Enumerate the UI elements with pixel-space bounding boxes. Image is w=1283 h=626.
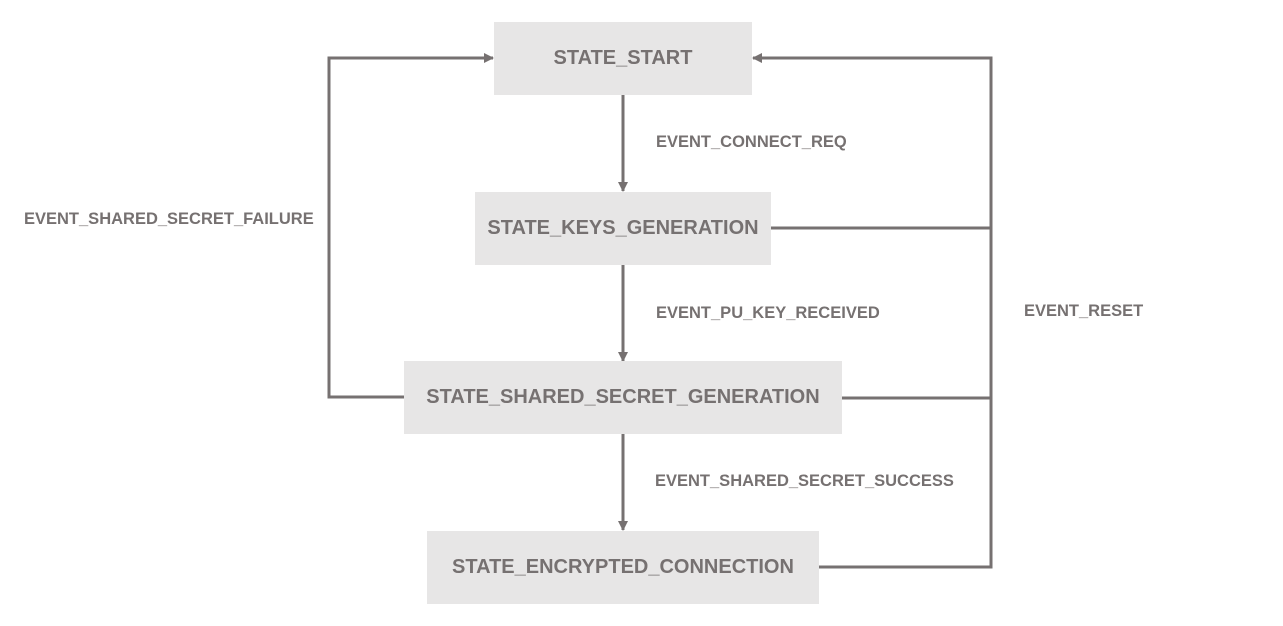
state-encrypted-connection-label: STATE_ENCRYPTED_CONNECTION (452, 556, 794, 578)
state-shared-secret-generation: STATE_SHARED_SECRET_GENERATION (404, 361, 842, 434)
state-start-label: STATE_START (553, 47, 693, 69)
state-encrypted-connection: STATE_ENCRYPTED_CONNECTION (427, 531, 819, 604)
event-pu-key-received-label: EVENT_PU_KEY_RECEIVED (656, 304, 880, 322)
state-shared-secret-generation-label: STATE_SHARED_SECRET_GENERATION (426, 386, 820, 408)
arrow-shared-secret-failure (327, 52, 495, 399)
state-keys-generation: STATE_KEYS_GENERATION (475, 192, 771, 265)
state-start: STATE_START (494, 22, 752, 95)
state-keys-generation-label: STATE_KEYS_GENERATION (487, 217, 759, 239)
event-reset-label: EVENT_RESET (1024, 302, 1144, 320)
event-shared-secret-failure-label: EVENT_SHARED_SECRET_FAILURE (24, 210, 314, 228)
arrow-reset (751, 52, 993, 569)
event-shared-secret-success-label: EVENT_SHARED_SECRET_SUCCESS (655, 472, 954, 490)
event-connect-req-label: EVENT_CONNECT_REQ (656, 133, 847, 151)
